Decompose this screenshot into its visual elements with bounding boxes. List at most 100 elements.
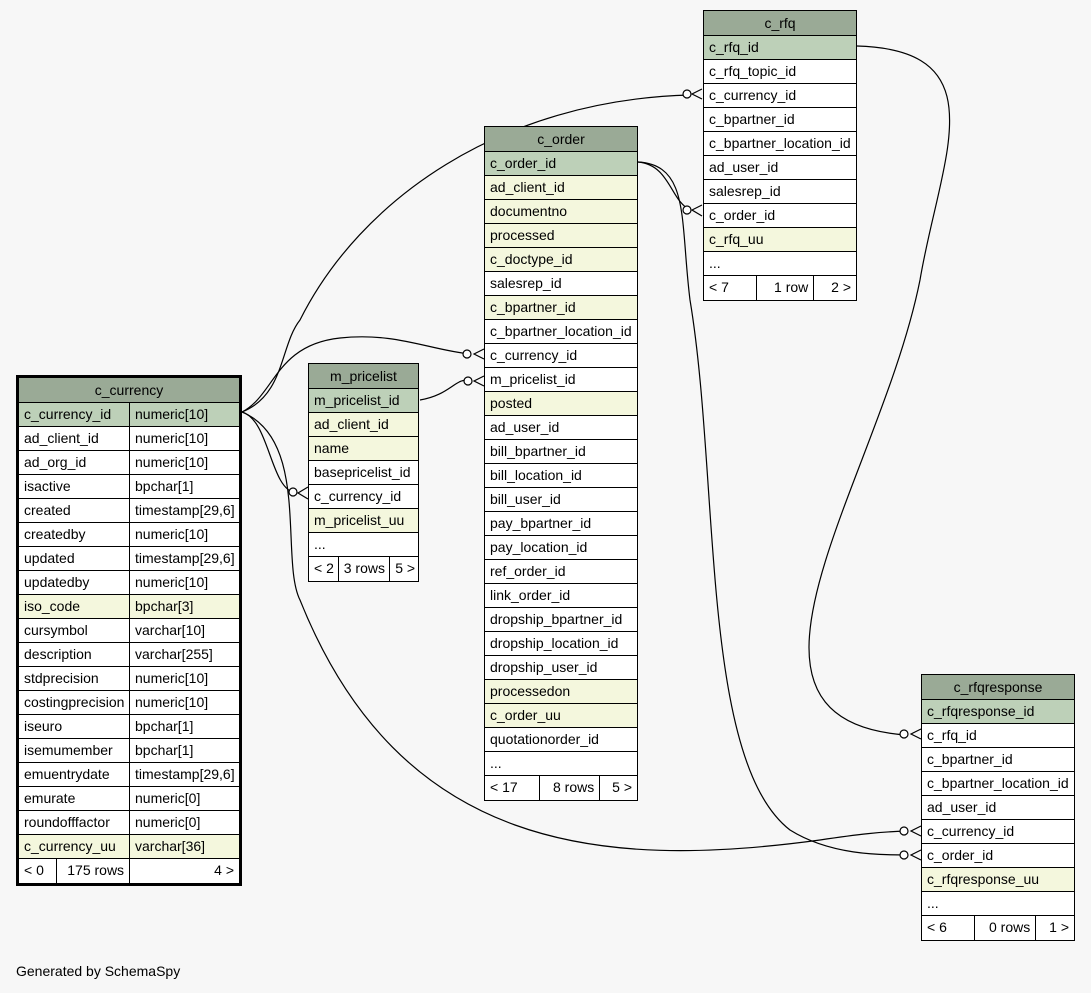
table-row[interactable]: dropship_bpartner_id — [485, 608, 637, 632]
table-row[interactable]: dropship_user_id — [485, 656, 637, 680]
table-row[interactable]: c_doctype_id — [485, 248, 637, 272]
table-row[interactable]: bill_location_id — [485, 464, 637, 488]
row-count[interactable]: 3 rows — [337, 557, 389, 581]
row-count[interactable]: 0 rows — [973, 916, 1036, 940]
column-name: bill_user_id — [490, 491, 561, 507]
row-count[interactable]: 175 rows — [55, 859, 129, 883]
table-row[interactable]: c_rfq_id — [922, 724, 1074, 748]
table-row[interactable]: c_order_uu — [485, 704, 637, 728]
table-row[interactable]: c_bpartner_id — [485, 296, 637, 320]
table-row[interactable]: c_bpartner_location_id — [704, 132, 856, 156]
table-row[interactable]: c_rfq_id — [704, 36, 856, 60]
table-row[interactable]: ... — [309, 533, 418, 557]
table-row[interactable]: m_pricelist_uu — [309, 509, 418, 533]
table-row[interactable]: bill_bpartner_id — [485, 440, 637, 464]
parents-count[interactable]: < 2 — [314, 560, 334, 576]
row-count[interactable]: 1 row — [755, 276, 814, 300]
parents-count[interactable]: < 6 — [927, 919, 947, 935]
table-row[interactable]: c_order_id — [922, 844, 1074, 868]
table-row[interactable]: c_bpartner_location_id — [485, 320, 637, 344]
table-row[interactable]: c_currency_id — [485, 344, 637, 368]
table-row[interactable]: c_bpartner_location_id — [922, 772, 1074, 796]
children-count[interactable]: 5 > — [599, 776, 637, 800]
column-type: timestamp[29,6] — [129, 763, 239, 786]
table-row[interactable]: ad_user_id — [485, 416, 637, 440]
table-row[interactable]: ad_client_id — [309, 413, 418, 437]
table-row[interactable]: c_currency_id — [309, 485, 418, 509]
table-row[interactable]: documentno — [485, 200, 637, 224]
children-count[interactable]: 4 > — [129, 859, 239, 883]
column-name: emurate — [24, 790, 76, 806]
table-row[interactable]: dropship_location_id — [485, 632, 637, 656]
parents-count[interactable]: < 7 — [709, 279, 729, 295]
parents-count[interactable]: < 17 — [490, 779, 518, 795]
column-type: numeric[0] — [129, 787, 239, 810]
table-row[interactable]: c_order_id — [704, 204, 856, 228]
table-row[interactable]: link_order_id — [485, 584, 637, 608]
table-row[interactable]: c_rfq_uu — [704, 228, 856, 252]
table-row[interactable]: processed — [485, 224, 637, 248]
table-row[interactable]: c_bpartner_id — [704, 108, 856, 132]
table-row[interactable]: c_rfqresponse_uu — [922, 868, 1074, 892]
table-row[interactable]: c_rfqresponse_id — [922, 700, 1074, 724]
table-row[interactable]: ad_user_id — [704, 156, 856, 180]
table-row[interactable]: c_currency_id — [704, 84, 856, 108]
table-row[interactable]: ... — [704, 252, 856, 276]
table-row[interactable]: ad_client_id — [485, 176, 637, 200]
column-name: c_bpartner_id — [927, 751, 1013, 767]
table-row[interactable]: quotationorder_id — [485, 728, 637, 752]
children-count[interactable]: 2 > — [813, 276, 856, 300]
table-row[interactable]: ad_user_id — [922, 796, 1074, 820]
children-count[interactable]: 5 > — [389, 557, 418, 581]
children-count[interactable]: 1 > — [1035, 916, 1074, 940]
crowfoot-icon — [690, 88, 703, 100]
table-row[interactable]: processedon — [485, 680, 637, 704]
table-row[interactable]: pay_location_id — [485, 536, 637, 560]
table-row[interactable]: salesrep_id — [485, 272, 637, 296]
table-title: c_order — [485, 127, 637, 152]
table-row[interactable]: m_pricelist_id — [309, 389, 418, 413]
table-row[interactable]: ref_order_id — [485, 560, 637, 584]
table-row[interactable]: c_currency_id — [922, 820, 1074, 844]
table-row[interactable]: basepricelist_id — [309, 461, 418, 485]
table-row[interactable]: salesrep_id — [704, 180, 856, 204]
table-row[interactable]: c_rfq_topic_id — [704, 60, 856, 84]
column-name: pay_location_id — [490, 539, 588, 555]
table-row[interactable]: posted — [485, 392, 637, 416]
table-row[interactable]: ... — [922, 892, 1074, 916]
table-row[interactable]: bill_user_id — [485, 488, 637, 512]
table-row[interactable]: pay_bpartner_id — [485, 512, 637, 536]
table-row[interactable]: c_order_id — [485, 152, 637, 176]
table-row[interactable]: m_pricelist_id — [485, 368, 637, 392]
parents-count[interactable]: < 0 — [24, 862, 44, 878]
table-row[interactable]: name — [309, 437, 418, 461]
row-count[interactable]: 8 rows — [538, 776, 600, 800]
table-row[interactable]: emurate numeric[0] — [19, 787, 239, 811]
table-row[interactable]: c_bpartner_id — [922, 748, 1074, 772]
table-row[interactable]: ... — [485, 752, 637, 776]
column-type: numeric[10] — [129, 427, 239, 450]
